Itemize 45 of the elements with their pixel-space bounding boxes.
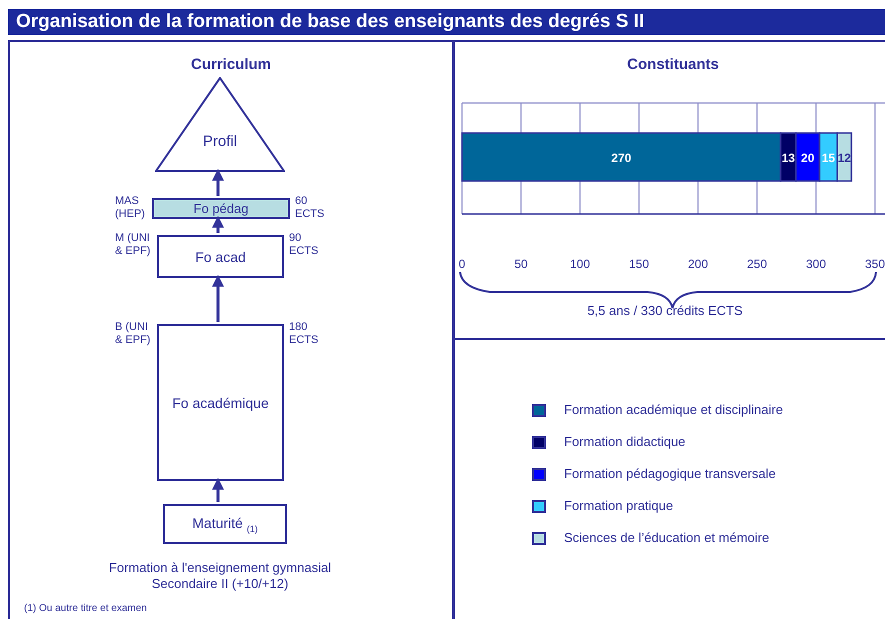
data-label: 12 xyxy=(838,151,851,165)
node-text: Fo pédag xyxy=(194,201,248,216)
node-text: Fo académique xyxy=(172,394,269,410)
profile-triangle xyxy=(155,77,285,172)
legend-label: Formation pédagogique transversale xyxy=(564,466,776,481)
arrow xyxy=(212,274,224,322)
tick-label: 300 xyxy=(806,257,826,271)
data-label: 270 xyxy=(611,151,632,165)
node-text: Fo acad xyxy=(195,248,246,264)
side-note: 90 ECTS xyxy=(289,232,320,258)
legend-label: Formation didactique xyxy=(564,434,686,449)
tick-label: 50 xyxy=(514,257,528,271)
process-box xyxy=(163,504,287,544)
side-note: 180 ECTS xyxy=(289,321,320,347)
tick-label: 100 xyxy=(570,257,590,271)
tick-label: 0 xyxy=(458,257,466,271)
panel-heading: Curriculum xyxy=(190,56,272,73)
tick-label: 200 xyxy=(688,257,708,271)
process-box xyxy=(157,235,284,278)
tick-label: 250 xyxy=(746,257,768,271)
side-note: B (UNI & EPF) xyxy=(115,321,152,347)
caption-text: Formation à l'enseignement gymnasial Secondaire II (+10/+12) xyxy=(108,560,332,592)
side-note: MAS (HEP) xyxy=(115,195,146,221)
brace-label: 5,5 ans / 330 crédits ECTS xyxy=(586,303,744,319)
data-label: 13 xyxy=(782,151,795,165)
panel xyxy=(8,40,454,619)
footnote: (1) Ou autre titre et examen xyxy=(24,602,148,616)
side-note: 60 ECTS xyxy=(295,195,326,221)
process-box xyxy=(152,198,290,219)
data-label: 15 xyxy=(822,151,836,165)
legend-label: Sciences de l’éducation et mémoire xyxy=(564,530,770,545)
arrow xyxy=(212,478,224,502)
title-bar: Organisation de la formation de base des enseignants des degrés S II xyxy=(8,9,885,35)
arrow xyxy=(212,168,224,196)
tick-label: 350 xyxy=(864,257,885,271)
legend-label: Formation académique et disciplinaire xyxy=(564,402,783,417)
data-label: 20 xyxy=(801,151,814,165)
node-text: Maturité $_{(1)}$ xyxy=(192,514,258,534)
arrow xyxy=(212,216,224,233)
tick-label: 150 xyxy=(628,257,650,271)
process-box xyxy=(157,324,284,481)
panel-heading: Constituants xyxy=(626,56,720,73)
side-note: M (UNI & EPF) xyxy=(115,232,152,258)
legend-label: Formation pratique xyxy=(564,498,674,513)
node-text: Profil xyxy=(202,133,238,150)
